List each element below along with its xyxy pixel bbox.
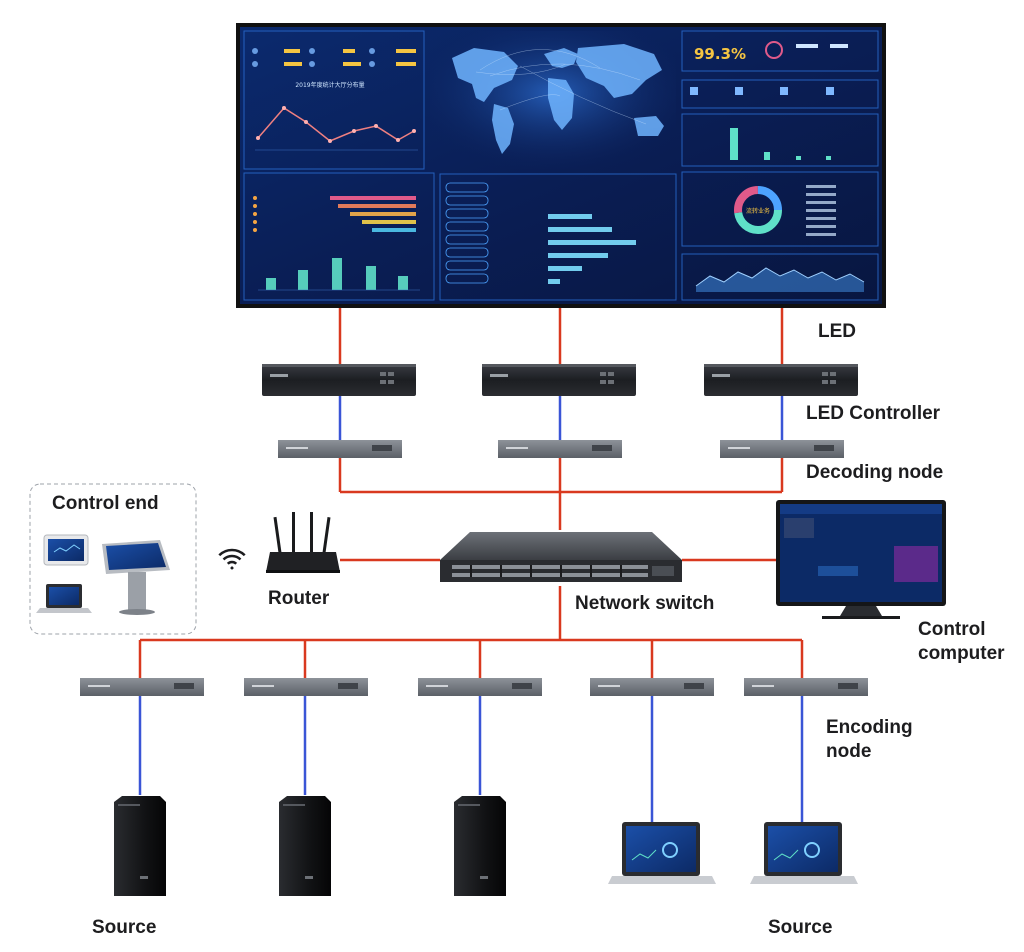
led-screen: 2019年度统计大厅分布量 [236,23,886,308]
tower-pc-icon [279,796,331,896]
encoding-node-5 [744,678,868,696]
encoding-node-4 [590,678,714,696]
source-towers [114,796,506,896]
center-bar-chart [548,214,636,284]
monitor-icon [776,500,946,619]
label-router: Router [268,588,330,609]
switch-icon [440,532,682,582]
tower-pc-icon [114,796,166,896]
label-encoding-node: Encoding node [826,717,913,762]
encoding-nodes [80,678,868,696]
left-bar-chart [266,258,408,290]
led-controllers [262,364,858,396]
decoding-node-1 [278,440,402,458]
label-network-switch: Network switch [575,593,715,614]
tablet-icon [43,534,89,566]
label-source-left: Source [92,917,157,938]
world-map [452,44,664,154]
led-controller-2 [482,364,636,396]
label-source-right: Source [768,917,833,938]
encoding-node-2 [244,678,368,696]
connection-lines [138,306,804,822]
top5-bars [330,196,416,232]
label-decoding-node: Decoding node [806,462,944,483]
laptop-icon [750,822,858,884]
kpi-percent: 99.3% [694,45,746,63]
router-icon [266,512,340,573]
encoding-node-1 [80,678,204,696]
label-led-controller: LED Controller [806,403,941,424]
label-control-computer: Control computer [918,619,1005,664]
wifi-icon [218,548,246,570]
kiosk-icon [102,540,170,615]
led-controller-1 [262,364,416,396]
donut-center-label: 流转业务 [746,207,770,215]
label-control-end: Control end [52,493,159,514]
tower-pc-icon [454,796,506,896]
laptop-icon [36,584,92,613]
source-laptops [608,822,858,884]
decoding-node-3 [720,440,844,458]
encoding-node-3 [418,678,542,696]
donut-chart: 流转业务 [734,186,782,234]
label-led: LED [818,321,856,342]
led-controller-3 [704,364,858,396]
control-end-group [29,483,197,635]
decoding-node-2 [498,440,622,458]
laptop-icon [608,822,716,884]
decoding-nodes [278,440,844,458]
line-chart-title: 2019年度统计大厅分布量 [295,81,364,89]
